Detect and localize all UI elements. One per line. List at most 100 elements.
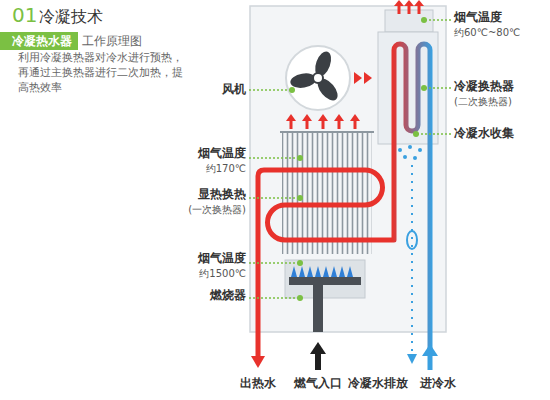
leader-dots-part	[413, 131, 419, 137]
port-label: 出热水	[240, 376, 276, 390]
description-note: 利用冷凝换热器对冷水进行预热，再通过主换热器进行二次加热，提高热效率	[18, 50, 186, 95]
hot-gas-arrows-part	[350, 114, 360, 121]
band-subtext: 工作原理图	[82, 34, 142, 48]
fan	[286, 46, 350, 110]
water-pipe-part	[422, 344, 438, 356]
leader-lines-part	[416, 133, 451, 135]
condensate-drip-part	[407, 231, 417, 249]
water-pipe	[251, 44, 438, 370]
hot-gas-arrows-part	[302, 114, 312, 121]
gas-inlet-arrow-part	[315, 352, 321, 370]
fan-part	[313, 73, 323, 83]
heat-exchanger-fins-part	[282, 132, 372, 254]
condensate-drip-part	[418, 148, 422, 152]
condensate-drip-part	[407, 354, 417, 364]
title-row: 01冷凝技术	[12, 3, 103, 27]
leader-lines	[249, 20, 451, 298]
part-label: 烟气温度	[454, 10, 502, 24]
part-label: 燃烧器	[210, 288, 246, 302]
leader-dots-part	[297, 195, 303, 201]
water-pipe-part	[251, 356, 265, 368]
part-label: 冷凝水收集	[454, 126, 514, 140]
band-text: 冷凝热水器	[0, 32, 78, 50]
hot-gas-arrows-part	[318, 114, 328, 121]
condensate-drip	[398, 145, 422, 364]
burner-part-part	[299, 266, 305, 277]
water-pipe-part	[428, 356, 433, 370]
title: 冷凝技术	[39, 7, 103, 26]
condensate-drip-part	[408, 145, 412, 149]
leader-lines-part	[424, 87, 451, 89]
part-label: 烟气温度	[198, 146, 246, 160]
flue-arrows	[394, 0, 424, 14]
part-label: 约60℃~80℃	[454, 27, 520, 39]
hot-gas-arrows-part	[286, 114, 296, 121]
leader-dots-part	[421, 17, 427, 23]
flue-arrows-part	[398, 6, 401, 14]
heat-exchanger-fins	[280, 132, 374, 254]
hot-gas-arrows-part	[306, 121, 309, 129]
leader-lines-part	[249, 297, 300, 299]
part-label: (一次换热器)	[188, 204, 246, 216]
burner-part	[291, 266, 353, 277]
fan-part	[286, 46, 350, 110]
part-label: 约1500℃	[199, 268, 246, 280]
part-label: (二次换热器)	[454, 96, 512, 108]
leader-dots-part	[297, 295, 303, 301]
section-number: 01	[12, 3, 37, 27]
leader-lines-part	[249, 197, 300, 199]
fan-part	[289, 49, 341, 104]
flue-arrows-part	[404, 0, 414, 6]
burner-part-part	[323, 266, 329, 277]
leader-dots	[289, 17, 427, 301]
leader-lines-part	[249, 157, 300, 159]
water-pipe-part	[258, 44, 430, 358]
burner-part	[285, 260, 365, 298]
port-label: 燃气入口	[294, 376, 342, 390]
burner	[285, 260, 365, 332]
part-label: 约170℃	[206, 163, 246, 175]
hot-gas-arrows-part	[322, 121, 325, 129]
burner-part	[289, 277, 361, 285]
burner-part-part	[307, 266, 313, 277]
leader-lines-part	[424, 19, 451, 21]
hot-gas-arrows-part	[290, 121, 293, 129]
port-label: 进冷水	[420, 376, 456, 390]
burner-part-part	[339, 266, 345, 277]
leader-lines-part	[249, 89, 292, 91]
burner-part	[313, 285, 323, 332]
leader-lines-part	[249, 262, 300, 264]
part-label: 风机	[222, 82, 246, 96]
leader-dots-part	[289, 87, 295, 93]
gas-inlet-arrow	[310, 342, 326, 370]
flue-arrows-part	[414, 0, 424, 6]
fan-flow-arrows-part	[354, 72, 362, 84]
condensate-drip-part	[413, 156, 417, 160]
heading-band: 冷凝热水器工作原理图	[0, 30, 142, 50]
hot-gas-arrows	[286, 114, 360, 129]
condensate-drip-part	[398, 148, 402, 152]
condensate-drip-part	[403, 155, 407, 159]
burner-part-part	[291, 266, 297, 277]
flue-arrows-part	[394, 0, 404, 6]
hot-gas-arrows-part	[334, 114, 344, 121]
flue-arrows-part	[418, 6, 421, 14]
leader-dots-part	[297, 155, 303, 161]
fan-flow-arrows-part	[364, 72, 372, 84]
port-label: 冷凝水排放	[348, 376, 408, 390]
condensate-drip-part	[411, 165, 413, 352]
leader-dots-part	[297, 260, 303, 266]
part-label: 冷凝换热器	[454, 79, 514, 93]
gas-inlet-arrow-part	[310, 342, 326, 354]
fan-flow-arrows	[354, 72, 372, 84]
burner-part-part	[315, 266, 321, 277]
part-label: 显热换热	[198, 187, 246, 201]
leader-dots-part	[421, 85, 427, 91]
burner-part-part	[347, 266, 353, 277]
hot-gas-arrows-part	[338, 121, 341, 129]
part-label: 烟气温度	[198, 251, 246, 265]
hot-gas-arrows-part	[354, 121, 357, 129]
flue-arrows-part	[408, 6, 411, 14]
burner-part-part	[331, 266, 337, 277]
heat-exchanger-fins-part	[280, 131, 374, 133]
